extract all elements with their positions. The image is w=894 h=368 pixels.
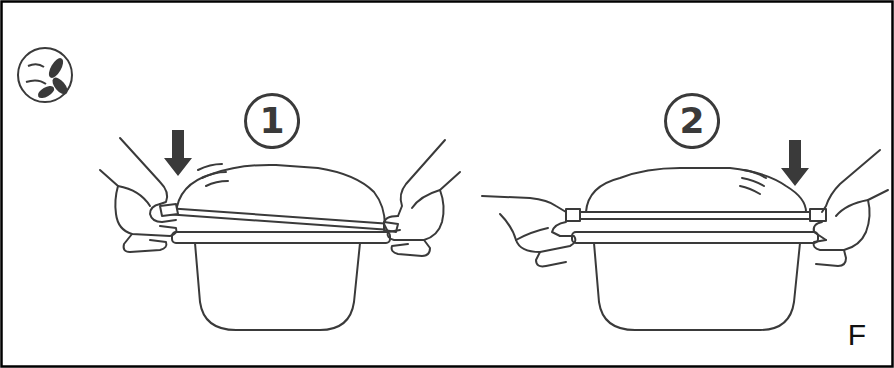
callout-circle: 2 — [664, 93, 720, 149]
hand — [384, 140, 460, 256]
pot-step-1 — [160, 164, 398, 330]
callout-circle: 1 — [244, 93, 300, 149]
press-arrow — [781, 140, 809, 186]
hand — [100, 138, 176, 252]
press-arrow — [164, 130, 192, 176]
hand — [482, 196, 575, 266]
pot-step-2 — [566, 168, 826, 330]
rice-icon — [18, 48, 72, 102]
figure-letter: F — [848, 318, 866, 352]
callout-number: 1 — [259, 100, 284, 141]
hand — [814, 150, 888, 266]
callout-number: 2 — [679, 100, 704, 141]
